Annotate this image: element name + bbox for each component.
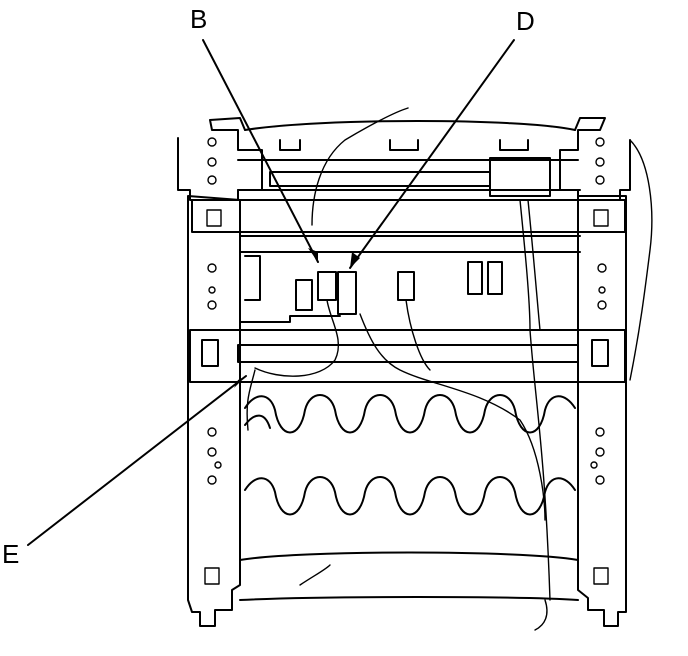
callout-leaders bbox=[27, 39, 515, 546]
connectors bbox=[239, 255, 503, 323]
callout-label-d: D bbox=[516, 6, 535, 36]
callout-label-e: E bbox=[2, 539, 19, 569]
seat-springs bbox=[244, 394, 576, 516]
top-motor-assembly bbox=[269, 139, 551, 197]
wire-harness bbox=[246, 107, 653, 631]
seat-frame-outline bbox=[177, 117, 631, 627]
callout-label-b: B bbox=[190, 4, 207, 34]
frame-holes bbox=[204, 137, 609, 585]
